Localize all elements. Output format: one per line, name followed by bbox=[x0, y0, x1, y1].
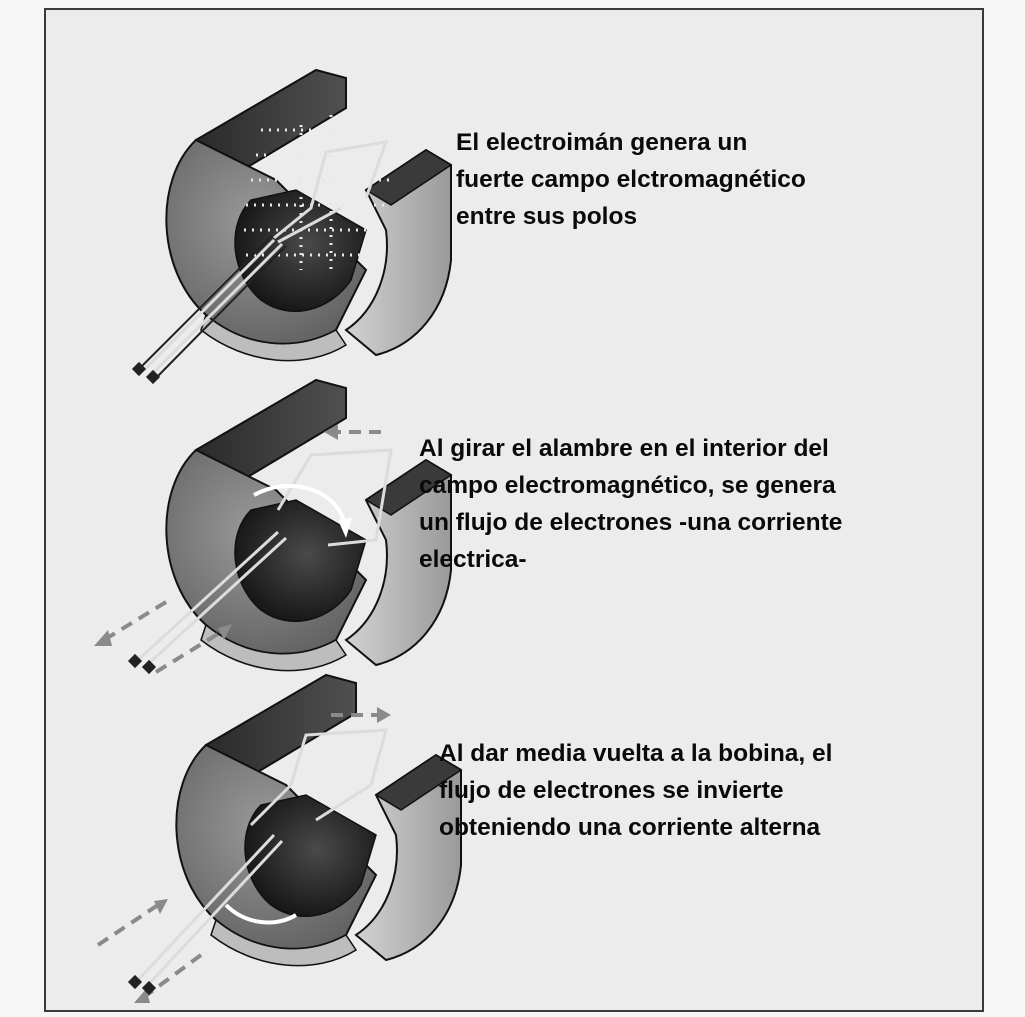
arrow-right-icon bbox=[377, 707, 391, 723]
caption-alternating-current: Al dar media vuelta a la bobina, el fluj… bbox=[439, 735, 832, 846]
electromagnet-field-illustration bbox=[131, 69, 452, 385]
caption-line: entre sus polos bbox=[456, 203, 638, 230]
caption-rotating-wire: Al girar el alambre en el interior del c… bbox=[419, 430, 842, 578]
half-turn-arc bbox=[224, 903, 298, 925]
current-arrows bbox=[102, 430, 381, 674]
caption-line: obteniendo una corriente alterna bbox=[439, 814, 821, 841]
wire-coil bbox=[142, 140, 389, 376]
arrow-up-right-icon bbox=[154, 899, 168, 914]
half-turn-coil bbox=[136, 728, 388, 987]
arrow-down-left-icon bbox=[134, 989, 150, 1003]
wire-leads bbox=[139, 235, 287, 379]
caption-line: un flujo de electrones -una corriente bbox=[419, 509, 843, 536]
caption-line: electrica- bbox=[419, 546, 527, 573]
panel-alternating-current: Al dar media vuelta a la bobina, el fluj… bbox=[46, 635, 986, 1010]
panel-electromagnet-field: El electroimán genera un fuerte campo el… bbox=[46, 30, 986, 390]
rotating-wire-illustration bbox=[94, 379, 452, 675]
arrow-left-icon bbox=[324, 424, 338, 440]
arrow-up-right-icon bbox=[218, 624, 232, 640]
diagram-frame: El electroimán genera un fuerte campo el… bbox=[44, 8, 984, 1012]
caption-line: campo electromagnético, se genera bbox=[419, 472, 836, 499]
caption-line: flujo de electrones se invierte bbox=[439, 777, 784, 804]
reversed-current-arrows bbox=[96, 713, 381, 999]
arrow-down-left-icon bbox=[94, 630, 112, 646]
rotation-arrow-icon bbox=[253, 484, 346, 523]
caption-line: fuerte campo elctromagnético bbox=[456, 166, 806, 193]
wire-loop bbox=[136, 448, 393, 668]
panel-rotating-wire: Al girar el alambre en el interior del c… bbox=[46, 340, 986, 680]
caption-line: Al dar media vuelta a la bobina, el bbox=[439, 740, 833, 767]
caption-electromagnet: El electroimán genera un fuerte campo el… bbox=[456, 124, 806, 235]
caption-line: Al girar el alambre en el interior del bbox=[419, 435, 829, 462]
field-lines bbox=[244, 115, 401, 270]
alternating-current-illustration bbox=[96, 674, 462, 1003]
caption-line: El electroimán genera un bbox=[456, 129, 748, 156]
